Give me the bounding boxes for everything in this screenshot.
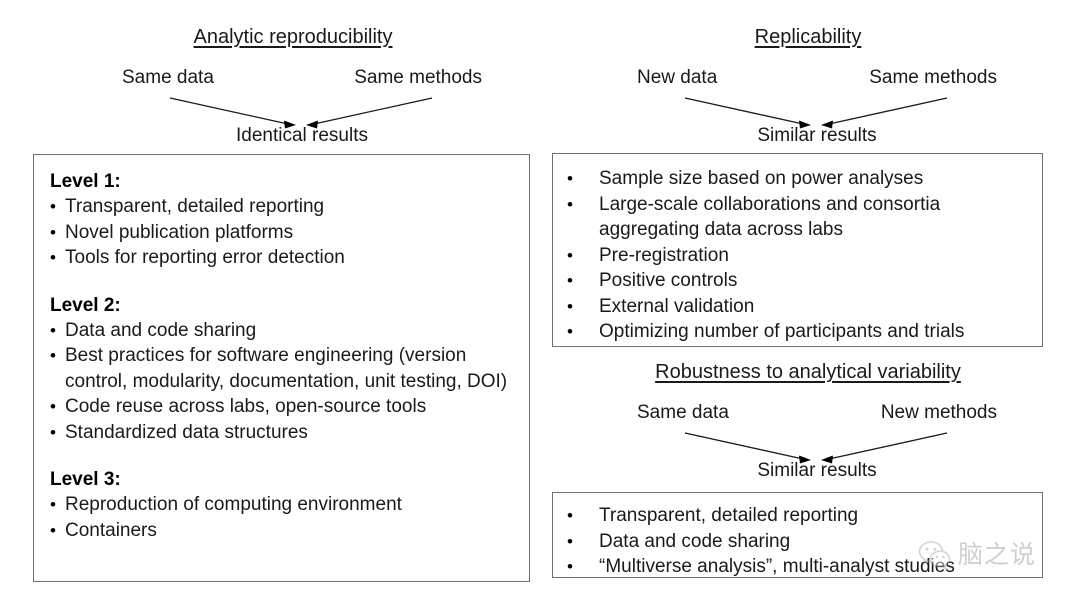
list-item: Tools for reporting error detection [50,245,513,271]
list-item: Standardized data structures [50,420,513,446]
flow-label-same-data: Same data [122,67,214,88]
list-item: Transparent, detailed reporting [50,194,513,220]
list-item: “Multiverse analysis”, multi-analyst stu… [567,554,1028,580]
convergence-arrows [684,432,948,464]
convergence-arrows [684,97,948,129]
bullet-list-level-3: Reproduction of computing environment Co… [50,492,513,543]
list-item: Optimizing number of participants and tr… [567,319,1028,345]
list-item: Sample size based on power analyses [567,166,1028,192]
list-item: Reproduction of computing environment [50,492,513,518]
list-item: Containers [50,518,513,544]
flow-analytic-reproducibility: Same data Same methods Identical results [122,66,482,152]
list-item: Pre-registration [567,243,1028,269]
section-title-robustness: Robustness to analytical variability [655,361,961,383]
flow-result-similar-results: Similar results [757,125,877,146]
list-item: External validation [567,294,1028,320]
flow-result-similar-results: Similar results [757,460,877,481]
bullet-list-level-1: Transparent, detailed reporting Novel pu… [50,194,513,271]
convergence-arrows [169,97,433,129]
flow-label-new-methods: New methods [880,402,997,423]
flow-label-same-data: Same data [637,402,729,423]
flow-replicability: New data Same methods Similar results [637,66,997,152]
bullet-list-level-2: Data and code sharing Best practices for… [50,318,513,446]
list-item: Data and code sharing [50,318,513,344]
group-heading-level-2: Level 2: [50,294,121,316]
panel-robustness: Transparent, detailed reporting Data and… [552,492,1043,580]
list-item: Positive controls [567,268,1028,294]
spacer [50,271,513,293]
group-heading-level-3: Level 3: [50,469,121,490]
section-title-analytic-reproducibility: Analytic reproducibility [193,26,393,48]
list-item: Transparent, detailed reporting [567,503,1028,529]
flow-label-new-data: New data [637,67,718,88]
list-item: Code reuse across labs, open-source tool… [50,394,513,420]
spacer [50,445,513,467]
bullet-list-replicability: Sample size based on power analyses Larg… [567,166,1028,345]
panel-analytic-reproducibility: Level 1: Transparent, detailed reporting… [33,154,530,582]
flow-robustness: Same data New methods Similar results [637,401,997,487]
group-heading-level-1: Level 1: [50,171,121,192]
flow-label-same-methods: Same methods [354,67,482,88]
bullet-list-robustness: Transparent, detailed reporting Data and… [567,503,1028,580]
flow-label-same-methods: Same methods [869,67,997,88]
list-item: Novel publication platforms [50,220,513,246]
list-item: Best practices for software engineering … [50,343,513,394]
list-item: Large-scale collaborations and consortia… [567,192,1028,243]
flow-result-identical-results: Identical results [235,125,369,146]
section-title-replicability: Replicability [754,26,862,48]
panel-replicability: Sample size based on power analyses Larg… [552,153,1043,347]
list-item: Data and code sharing [567,529,1028,555]
